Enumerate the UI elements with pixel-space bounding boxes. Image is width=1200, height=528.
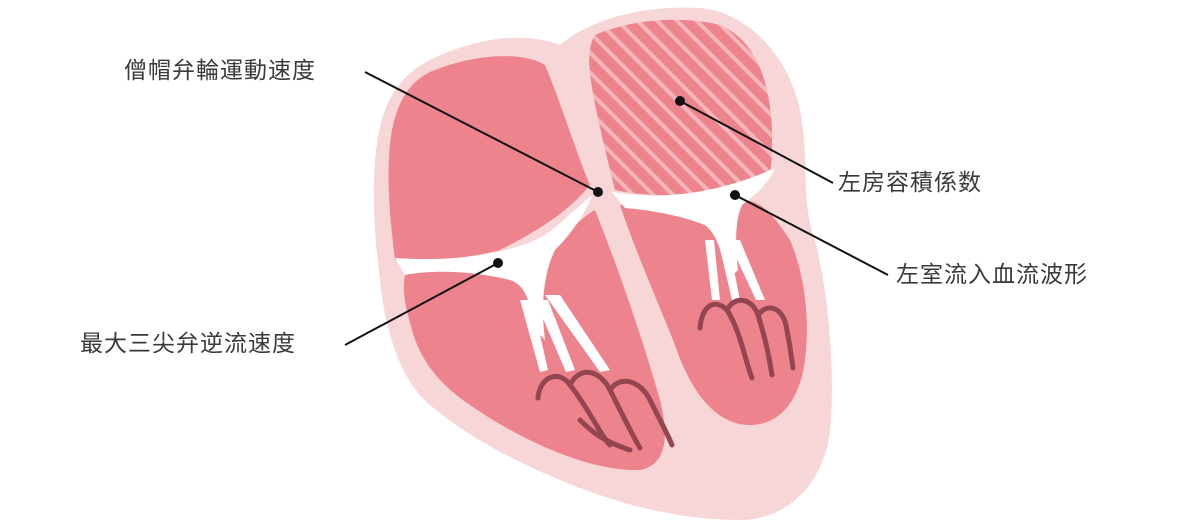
tricuspid-papillary-muscles [535, 369, 675, 453]
label-left-atrial-volume-index: 左房容積係数 [838, 170, 982, 196]
label-mitral-annular-velocity: 僧帽弁輪運動速度 [124, 58, 316, 84]
leader-line-max-tricuspid-regurgitation-velocity [344, 258, 503, 346]
mitral-chordae [705, 240, 765, 300]
leader-line-mitral-annular-velocity [364, 71, 603, 197]
label-max-tricuspid-regurgitation-velocity: 最大三尖弁逆流速度 [80, 331, 296, 357]
mitral-papillary-muscles [697, 298, 796, 381]
left-ventricle [620, 200, 807, 425]
left-atrium [589, 19, 772, 196]
leader-line-left-atrial-volume-index [675, 96, 834, 184]
label-lv-inflow-waveform: 左室流入血流波形 [896, 262, 1088, 288]
right-atrium [388, 56, 590, 261]
leader-line-lv-inflow-waveform [730, 190, 889, 276]
tricuspid-chordae [520, 295, 610, 372]
